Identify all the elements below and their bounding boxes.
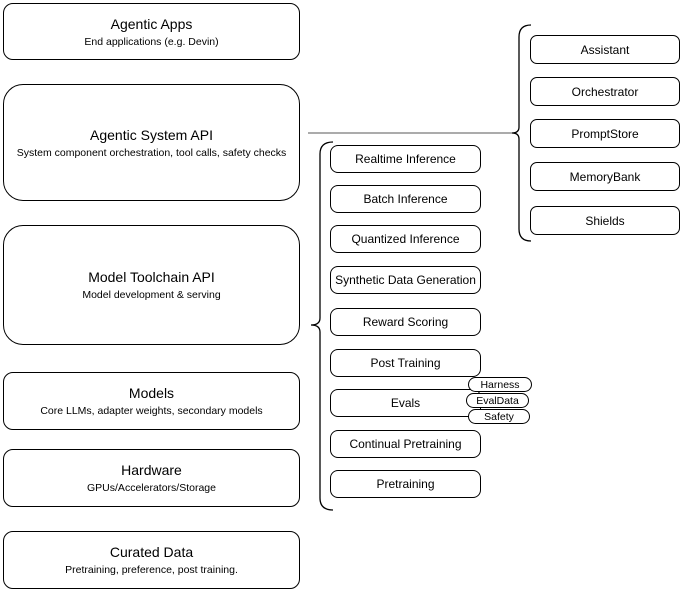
- tag-safety: Safety: [468, 409, 530, 424]
- node-pretraining: Pretraining: [330, 470, 481, 498]
- node-agentic-apps: Agentic Apps End applications (e.g. Devi…: [3, 3, 300, 60]
- node-memorybank: MemoryBank: [530, 162, 680, 191]
- node-hardware: Hardware GPUs/Accelerators/Storage: [3, 449, 300, 507]
- node-subtitle: System component orchestration, tool cal…: [16, 146, 287, 159]
- tag-harness: Harness: [468, 377, 532, 392]
- system-components-brace: [511, 24, 532, 242]
- node-model-toolchain-api: Model Toolchain API Model development & …: [3, 225, 300, 345]
- node-evals: Evals: [330, 389, 481, 417]
- node-orchestrator: Orchestrator: [530, 77, 680, 106]
- node-realtime-inference: Realtime Inference: [330, 145, 481, 173]
- node-batch-inference: Batch Inference: [330, 185, 481, 213]
- node-subtitle: Pretraining, preference, post training.: [65, 564, 238, 576]
- node-title: Model Toolchain API: [88, 269, 215, 285]
- node-quantized-inference: Quantized Inference: [330, 225, 481, 253]
- node-subtitle: Model development & serving: [82, 289, 221, 301]
- node-title: Models: [128, 385, 175, 401]
- node-continual-pretraining: Continual Pretraining: [330, 430, 481, 458]
- node-promptstore: PromptStore: [530, 119, 680, 148]
- tag-evaldata: EvalData: [466, 393, 529, 408]
- node-subtitle: GPUs/Accelerators/Storage: [87, 482, 216, 494]
- node-reward-scoring: Reward Scoring: [330, 308, 481, 336]
- node-subtitle: Core LLMs, adapter weights, secondary mo…: [40, 405, 263, 417]
- node-agentic-system-api: Agentic System API System component orch…: [3, 84, 300, 201]
- node-subtitle: End applications (e.g. Devin): [84, 35, 219, 48]
- node-shields: Shields: [530, 206, 680, 235]
- node-title: Agentic System API: [90, 126, 213, 143]
- node-title: Agentic Apps: [110, 15, 193, 32]
- node-models: Models Core LLMs, adapter weights, secon…: [3, 372, 300, 430]
- node-curated-data: Curated Data Pretraining, preference, po…: [3, 531, 300, 589]
- node-assistant: Assistant: [530, 35, 680, 64]
- node-title: Hardware: [121, 462, 182, 478]
- node-post-training: Post Training: [330, 349, 481, 377]
- node-synthetic-data-generation: Synthetic Data Generation: [330, 266, 481, 294]
- node-title: Curated Data: [109, 544, 194, 560]
